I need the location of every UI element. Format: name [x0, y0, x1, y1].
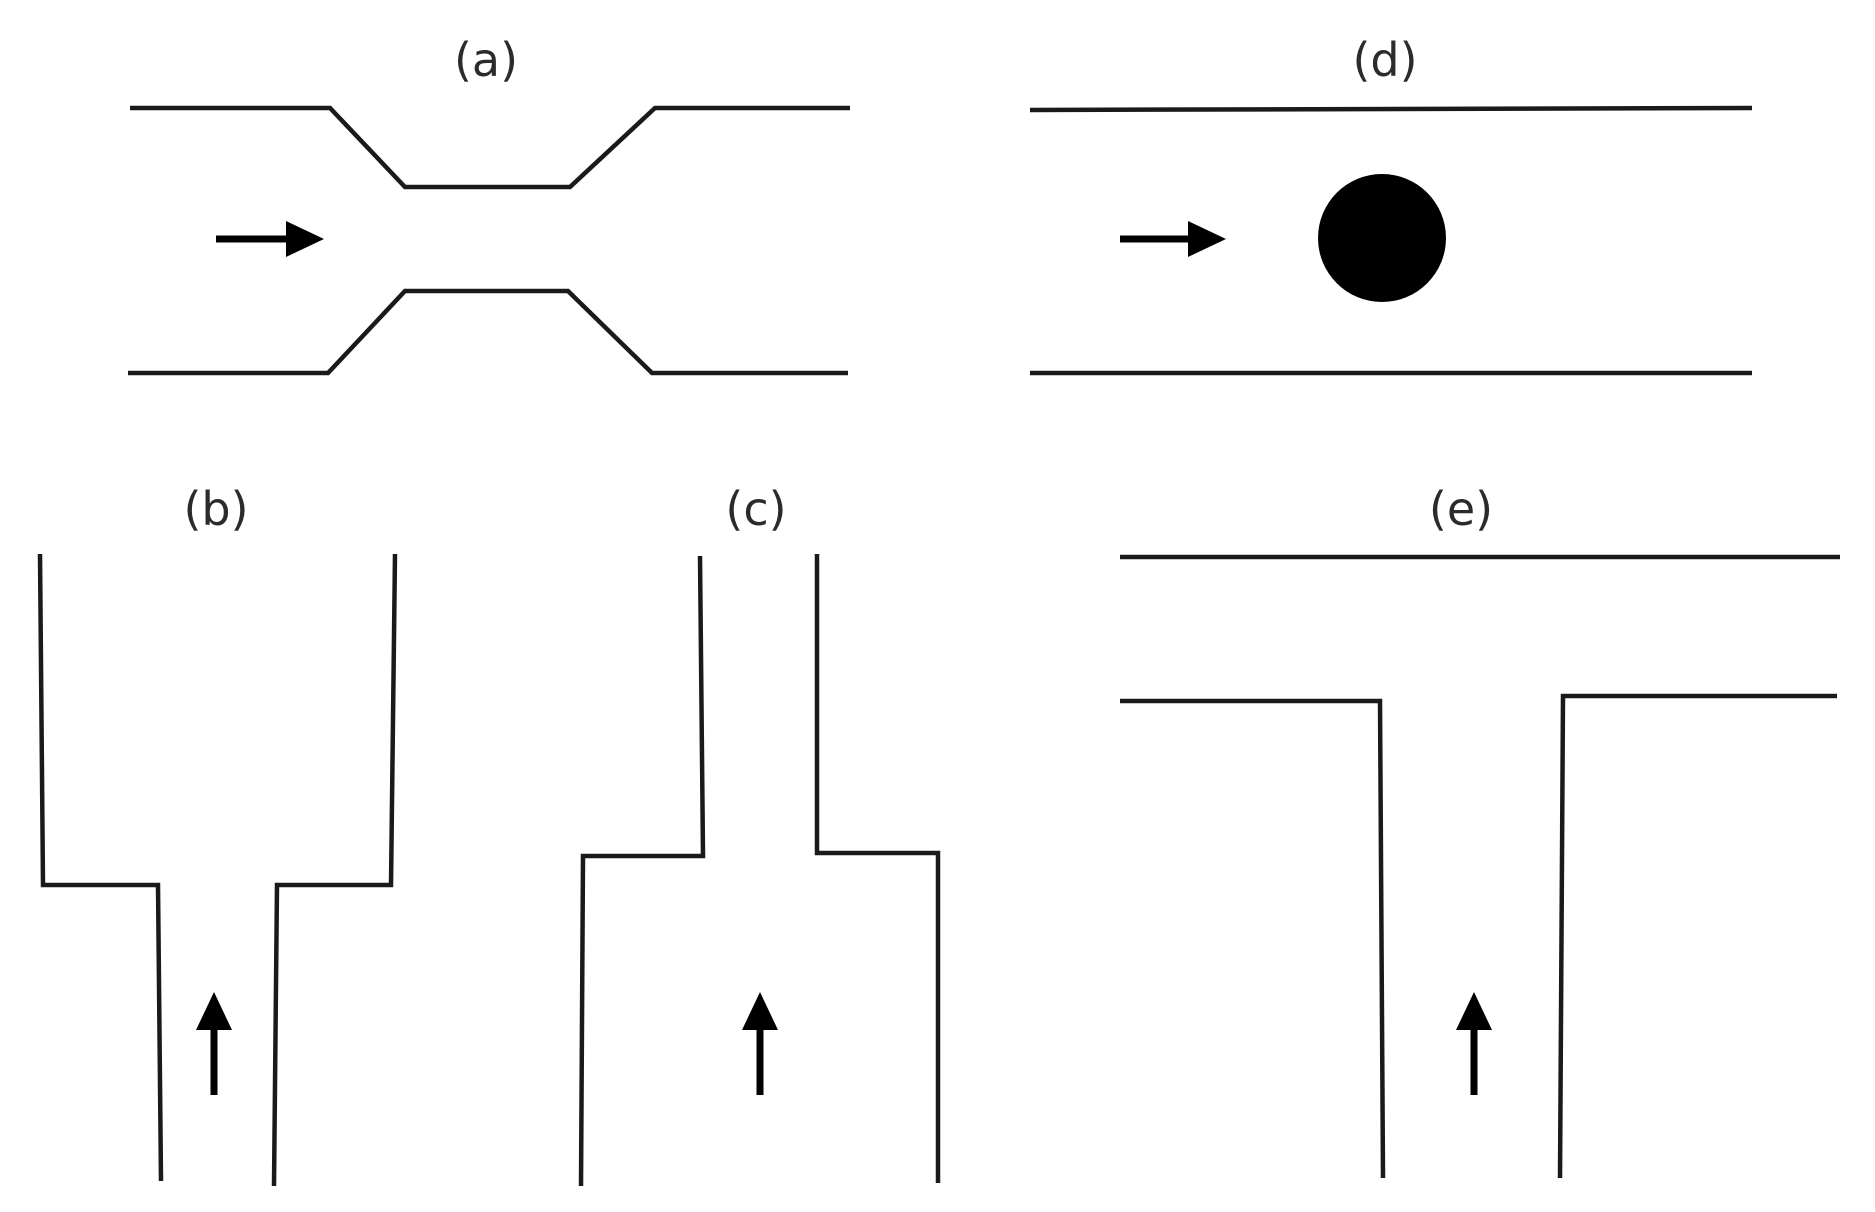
panel-c-label: (c) [725, 482, 786, 536]
panel-a-upper-wall [130, 105, 850, 190]
panel-c-left-wall [578, 555, 706, 1187]
panel-d-flow-arrow [1120, 221, 1226, 257]
panel-d-upper-wall [1029, 105, 1753, 113]
panel-c-right-wall [814, 554, 941, 1183]
panel-e-flow-arrow [1456, 992, 1492, 1095]
panel-e-label: (e) [1429, 482, 1493, 536]
panel-a-flow-arrow [216, 221, 324, 257]
panel-d-label: (d) [1352, 33, 1417, 87]
panel-b-left-wall [37, 553, 164, 1182]
panel-c-contraction: (c) [578, 482, 941, 1187]
panel-d-cylinder: (d) [1029, 33, 1753, 376]
panel-a-lower-wall [128, 288, 848, 376]
panel-d-cylinder-obstacle [1318, 174, 1446, 302]
panel-b-expansion: (b) [37, 482, 398, 1187]
panel-e-t-junction: (e) [1120, 482, 1840, 1179]
panel-b-flow-arrow [196, 992, 232, 1095]
panel-b-label: (b) [183, 482, 248, 536]
panel-e-left-wall [1120, 698, 1386, 1179]
panel-e-right-wall [1557, 693, 1837, 1179]
panel-c-flow-arrow [742, 992, 778, 1095]
panel-a-label: (a) [454, 33, 518, 87]
panel-a-contraction: (a) [128, 33, 850, 376]
panel-b-right-wall [271, 553, 398, 1187]
